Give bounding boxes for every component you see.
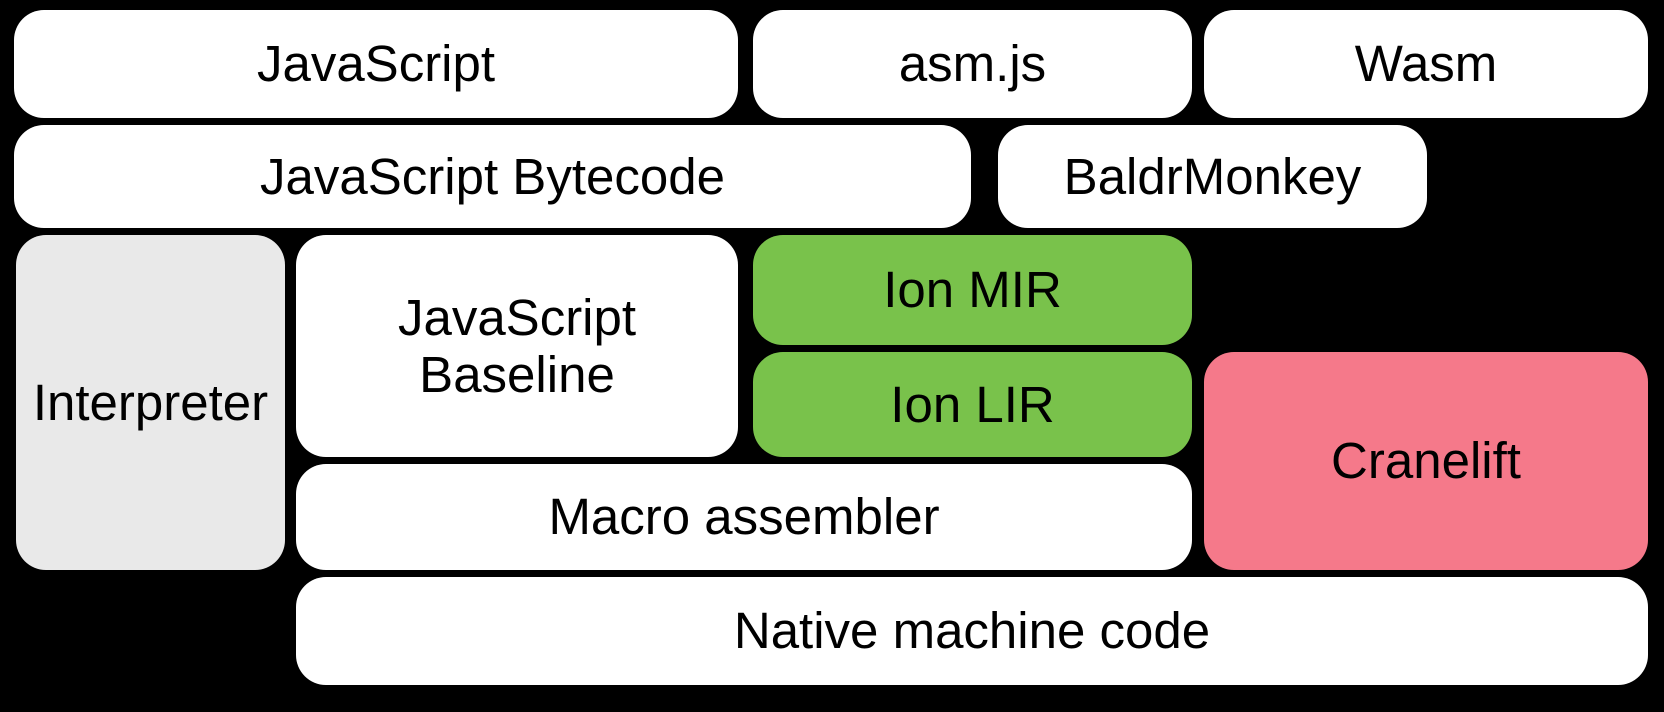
box-ion-lir: Ion LIR: [753, 352, 1192, 457]
box-native-machine-code: Native machine code: [296, 577, 1648, 685]
box-javascript-baseline: JavaScript Baseline: [296, 235, 738, 457]
box-javascript-baseline-line2: Baseline: [419, 346, 615, 403]
box-cranelift: Cranelift: [1204, 352, 1648, 570]
box-ion-lir-label: Ion LIR: [890, 375, 1055, 433]
box-javascript: JavaScript: [14, 10, 738, 118]
box-macro-assembler-label: Macro assembler: [548, 488, 940, 546]
box-wasm: Wasm: [1204, 10, 1648, 118]
box-macro-assembler: Macro assembler: [296, 464, 1192, 570]
box-javascript-bytecode: JavaScript Bytecode: [14, 125, 971, 228]
box-cranelift-label: Cranelift: [1331, 432, 1521, 490]
box-interpreter: Interpreter: [16, 235, 285, 570]
box-javascript-baseline-line1: JavaScript: [397, 288, 637, 346]
box-javascript-baseline-label: JavaScript Baseline: [398, 289, 636, 403]
box-asm-js: asm.js: [753, 10, 1192, 118]
box-ion-mir-label: Ion MIR: [883, 261, 1062, 319]
box-ion-mir: Ion MIR: [753, 235, 1192, 345]
box-wasm-label: Wasm: [1354, 35, 1498, 93]
box-native-machine-code-label: Native machine code: [733, 602, 1211, 660]
box-baldrmonkey: BaldrMonkey: [998, 125, 1427, 228]
box-asm-js-label: asm.js: [898, 35, 1047, 93]
box-interpreter-label: Interpreter: [32, 373, 269, 431]
box-baldrmonkey-label: BaldrMonkey: [1063, 147, 1362, 205]
box-javascript-bytecode-label: JavaScript Bytecode: [260, 147, 725, 205]
box-javascript-label: JavaScript: [256, 35, 496, 93]
